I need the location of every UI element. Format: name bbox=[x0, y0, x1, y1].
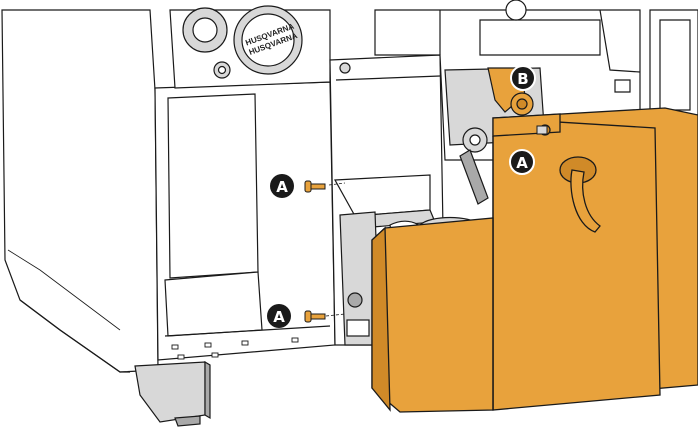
callout-a-left-lower-label: A bbox=[273, 308, 285, 326]
engine-top bbox=[169, 5, 331, 89]
callout-b-right-top: B bbox=[510, 65, 536, 91]
machine-foot bbox=[134, 360, 211, 427]
leader-lines bbox=[325, 182, 346, 317]
chassis-panel bbox=[154, 81, 336, 361]
callout-b-right-top-label: B bbox=[517, 70, 528, 88]
callout-a-left-upper-label: A bbox=[276, 178, 288, 196]
screw-left-lower bbox=[304, 310, 326, 323]
machine-left-side bbox=[1, 9, 159, 373]
callout-a-right-top: A bbox=[509, 149, 535, 175]
screw-cover-top bbox=[536, 125, 548, 135]
chassis-slots bbox=[171, 337, 299, 360]
callout-a-left-lower: A bbox=[267, 304, 291, 328]
screw-left-upper bbox=[304, 180, 326, 193]
callout-a-left-upper: A bbox=[270, 174, 294, 198]
callout-a-right-top-label: A bbox=[516, 154, 528, 172]
